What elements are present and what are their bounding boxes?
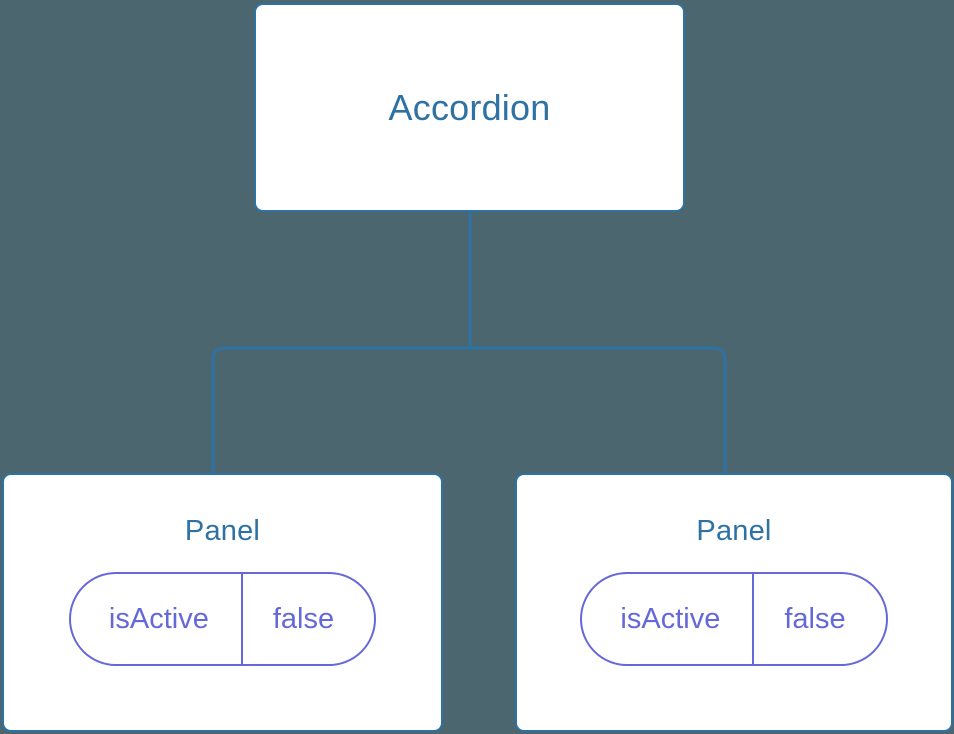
- connector-bus-bar: [211, 346, 727, 473]
- node-accordion-label: Accordion: [388, 86, 551, 128]
- node-panel-1-label: Panel: [696, 515, 772, 547]
- node-panel-1-prop-key: isActive: [620, 602, 721, 635]
- node-panel-0-label: Panel: [184, 515, 261, 547]
- node-panel-0-prop-key: isActive: [108, 602, 209, 635]
- node-panel-1-prop-isactive[interactable]: isActive false: [580, 572, 888, 666]
- node-panel-0[interactable]: Panel isActive false: [2, 473, 443, 732]
- node-panel-1[interactable]: Panel isActive false: [515, 473, 953, 732]
- node-panel-1-prop-value: false: [752, 574, 885, 664]
- node-accordion[interactable]: Accordion: [254, 3, 685, 212]
- node-panel-0-prop-value: false: [240, 574, 374, 664]
- node-panel-0-prop-isactive[interactable]: isActive false: [68, 572, 377, 666]
